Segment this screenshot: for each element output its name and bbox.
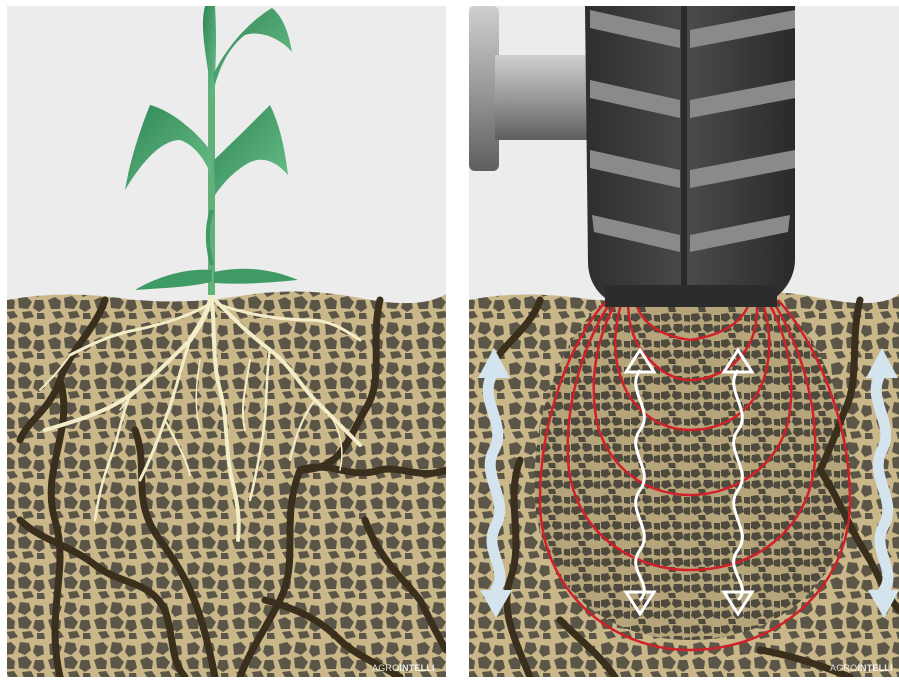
- wheel-axle: [495, 55, 590, 140]
- watermark-prefix: AGRO: [372, 663, 399, 673]
- tire-body: [585, 6, 795, 305]
- tire-contact-patch: [605, 285, 777, 307]
- compacted-soil-zone: [534, 300, 850, 640]
- compacted-soil-panel: AGROINTELLI: [469, 6, 899, 677]
- watermark: AGROINTELLI: [372, 663, 435, 673]
- panel-divider: [446, 0, 469, 680]
- watermark-suffix: INTELLI: [399, 663, 434, 673]
- watermark: AGROINTELLI: [830, 663, 893, 673]
- wheel-hub-outer: [469, 6, 499, 171]
- watermark-prefix: AGRO: [830, 663, 857, 673]
- healthy-soil-panel: AGROINTELLI: [7, 6, 446, 677]
- watermark-suffix: INTELLI: [857, 663, 892, 673]
